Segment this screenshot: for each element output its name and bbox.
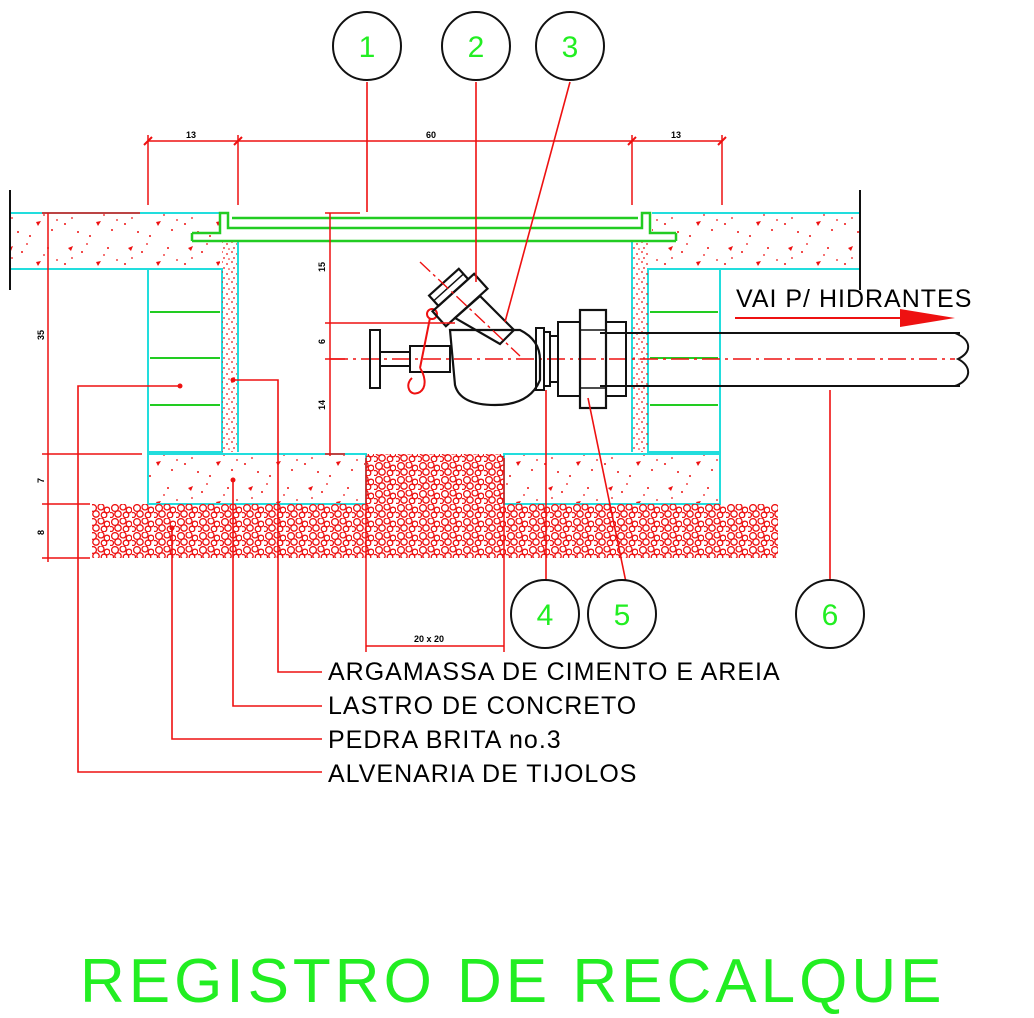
callout-2: 2 [441,11,511,81]
valve-assembly [369,261,627,410]
dim-v-7: 7 [36,478,46,483]
svg-text:5: 5 [614,599,631,632]
legend-item: ARGAMASSA DE CIMENTO E AREIA [328,658,781,686]
legend-leaders [77,379,322,773]
dim-v-8: 8 [36,530,46,535]
top-slab [9,190,861,290]
callout-4: 4 [510,579,580,649]
legend-leader-dots [169,377,236,531]
callout-6: 6 [795,579,865,649]
brick-walls [147,240,721,453]
legend-item: PEDRA BRITA no.3 [328,726,562,754]
svg-text:4: 4 [537,599,554,632]
callout-1: 1 [332,11,402,81]
dimension-lines [42,135,723,652]
cover-lid [190,211,678,243]
gravel-bed [92,454,778,558]
svg-text:6: 6 [822,599,839,632]
dim-v-35: 35 [36,330,46,340]
dim-top-left: 13 [186,130,196,140]
dim-top-right: 13 [671,130,681,140]
callout-3: 3 [535,11,605,81]
dim-v-15: 15 [317,262,327,272]
dim-v-14: 14 [317,400,327,410]
svg-text:2: 2 [468,31,485,64]
drawing-title: REGISTRO DE RECALQUE [80,947,945,1016]
dimension-ticks [143,136,727,146]
outlet-pipe [330,309,970,387]
dim-drain: 20 x 20 [414,634,444,644]
flow-label: VAI P/ HIDRANTES [736,285,972,313]
legend-item: ALVENARIA DE TIJOLOS [328,760,637,788]
callout-5: 5 [587,579,657,649]
svg-text:3: 3 [562,31,579,64]
dim-top-center: 60 [426,130,436,140]
svg-text:1: 1 [359,31,376,64]
callout-leaders [366,81,831,593]
legend-item: LASTRO DE CONCRETO [328,692,637,720]
dim-v-6: 6 [317,339,327,344]
base-slab [147,453,721,505]
